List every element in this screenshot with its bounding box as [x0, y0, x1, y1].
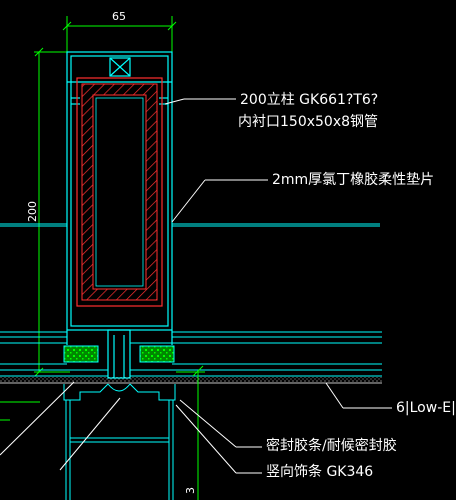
width-dimension — [62, 16, 177, 52]
section-lines — [0, 401, 40, 421]
vertical-trim-label: 竖向饰条 GK346 — [266, 464, 374, 480]
steel-tube — [76, 77, 163, 307]
insulation-blocks — [63, 345, 175, 363]
leader-lines — [0, 98, 392, 474]
glass-panel-right — [130, 331, 382, 377]
bottom-dimension-label: 3 — [184, 487, 197, 494]
height-dimension-label: 200 — [26, 201, 39, 222]
vertical-trim-profile — [63, 383, 176, 500]
height-dimension — [34, 47, 70, 377]
mullion-profile — [66, 51, 173, 379]
wall-lines — [0, 223, 380, 227]
bottom-dimension — [176, 365, 205, 500]
glass-hatch-strip — [0, 377, 382, 383]
mullion-label: 200立柱 GK661?T6? — [240, 92, 379, 108]
glass-panel-left — [0, 331, 108, 377]
glass-label: 6|Low-E| — [396, 400, 456, 416]
sealant-label: 密封胶条/耐候密封胶 — [266, 438, 397, 454]
width-dimension-label: 65 — [112, 10, 126, 23]
gasket-label: 2mm厚氯丁橡胶柔性垫片 — [272, 172, 435, 188]
steel-tube-label: 内衬口150x50x8钢管 — [238, 114, 379, 130]
